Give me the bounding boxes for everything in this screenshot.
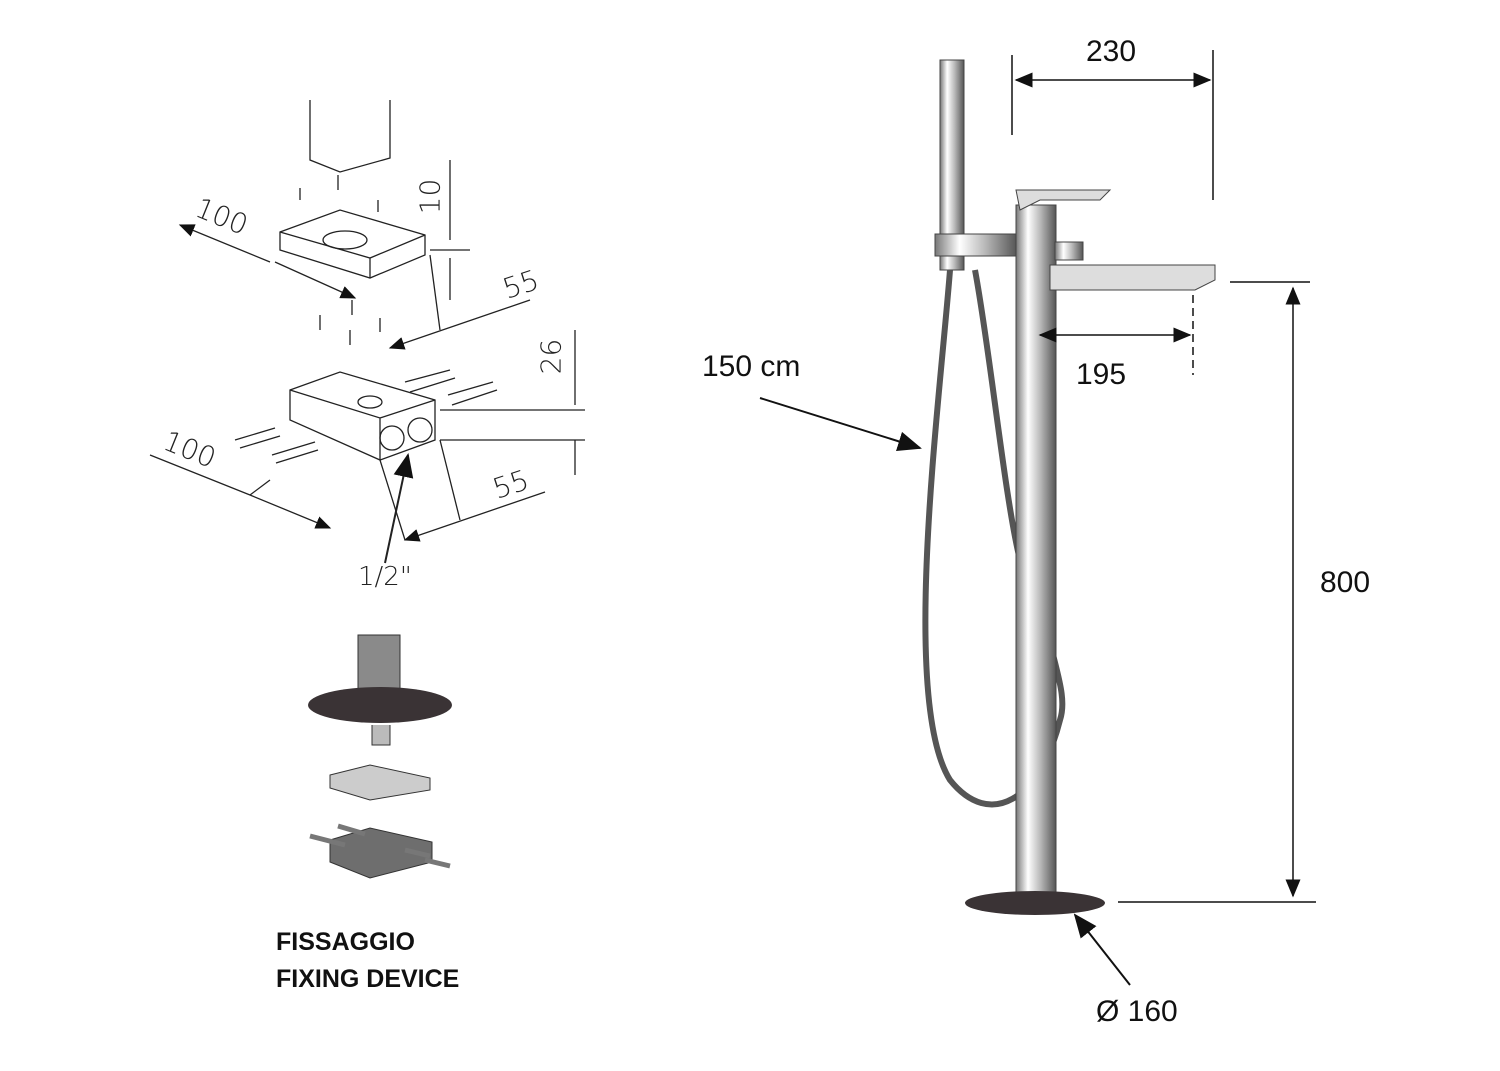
dim-base-diameter: Ø 160 xyxy=(1096,995,1178,1028)
dim-spout-height: 800 xyxy=(1320,566,1371,599)
dim-plate-thickness: 10 xyxy=(413,178,447,215)
faucet-drawing xyxy=(922,59,1216,915)
dim-block-height: 26 xyxy=(534,338,568,375)
fixing-device-illustration xyxy=(308,634,452,879)
dim-projection-total: 230 xyxy=(1086,35,1137,68)
exploded-fixing-view xyxy=(149,100,585,564)
dim-spout-reach: 195 xyxy=(1076,358,1127,391)
dim-hose-length: 150 cm xyxy=(702,350,801,383)
caption-english: FIXING DEVICE xyxy=(276,965,460,993)
dim-connection: 1/2" xyxy=(358,562,412,592)
faucet-dimensions xyxy=(759,50,1316,986)
caption-italian: FISSAGGIO xyxy=(276,928,415,956)
